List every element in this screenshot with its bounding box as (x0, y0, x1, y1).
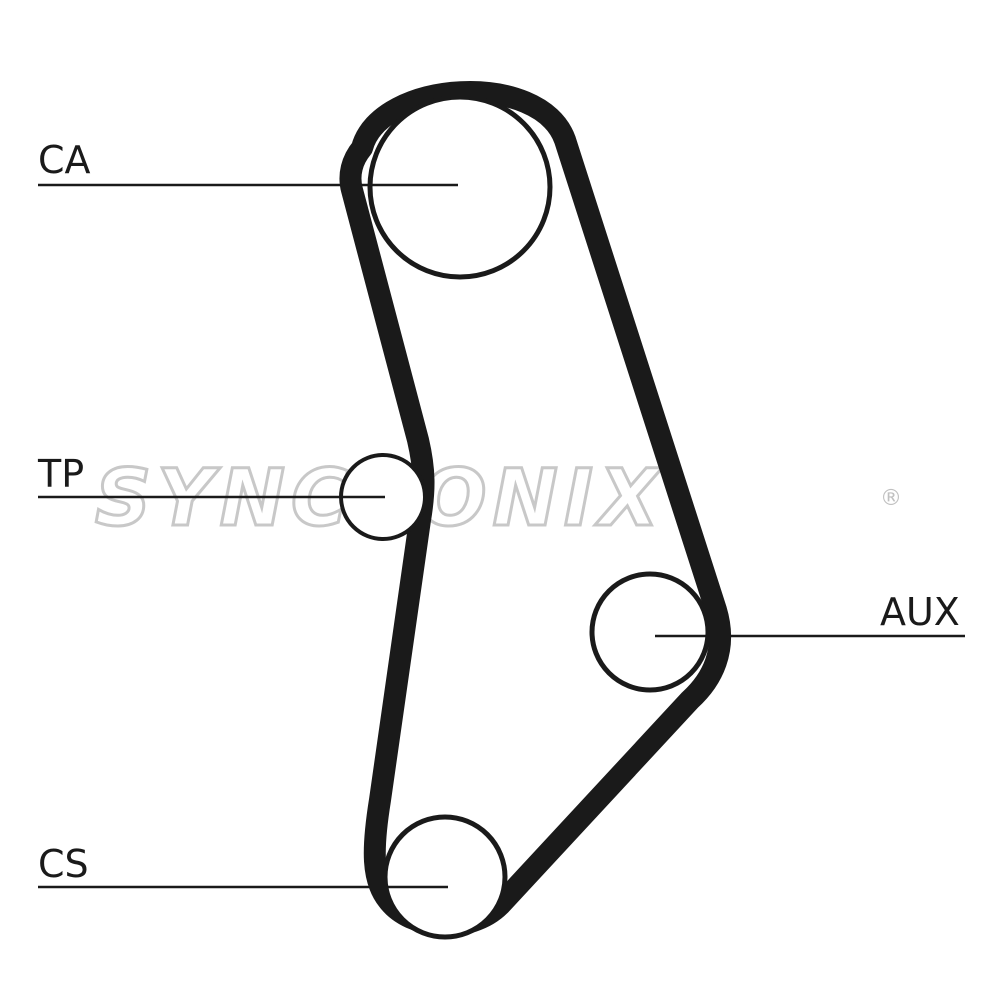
ca-label: CA (38, 138, 91, 182)
auxiliary-pulley (589, 571, 711, 693)
watermark: SYNCRONIX ® (94, 453, 903, 546)
camshaft-pulley (367, 94, 553, 280)
tp-label: TP (37, 452, 84, 496)
watermark-registered-mark: ® (880, 486, 902, 511)
cs-label: CS (38, 842, 89, 886)
crankshaft-pulley (382, 814, 508, 940)
aux-label: AUX (880, 590, 960, 634)
